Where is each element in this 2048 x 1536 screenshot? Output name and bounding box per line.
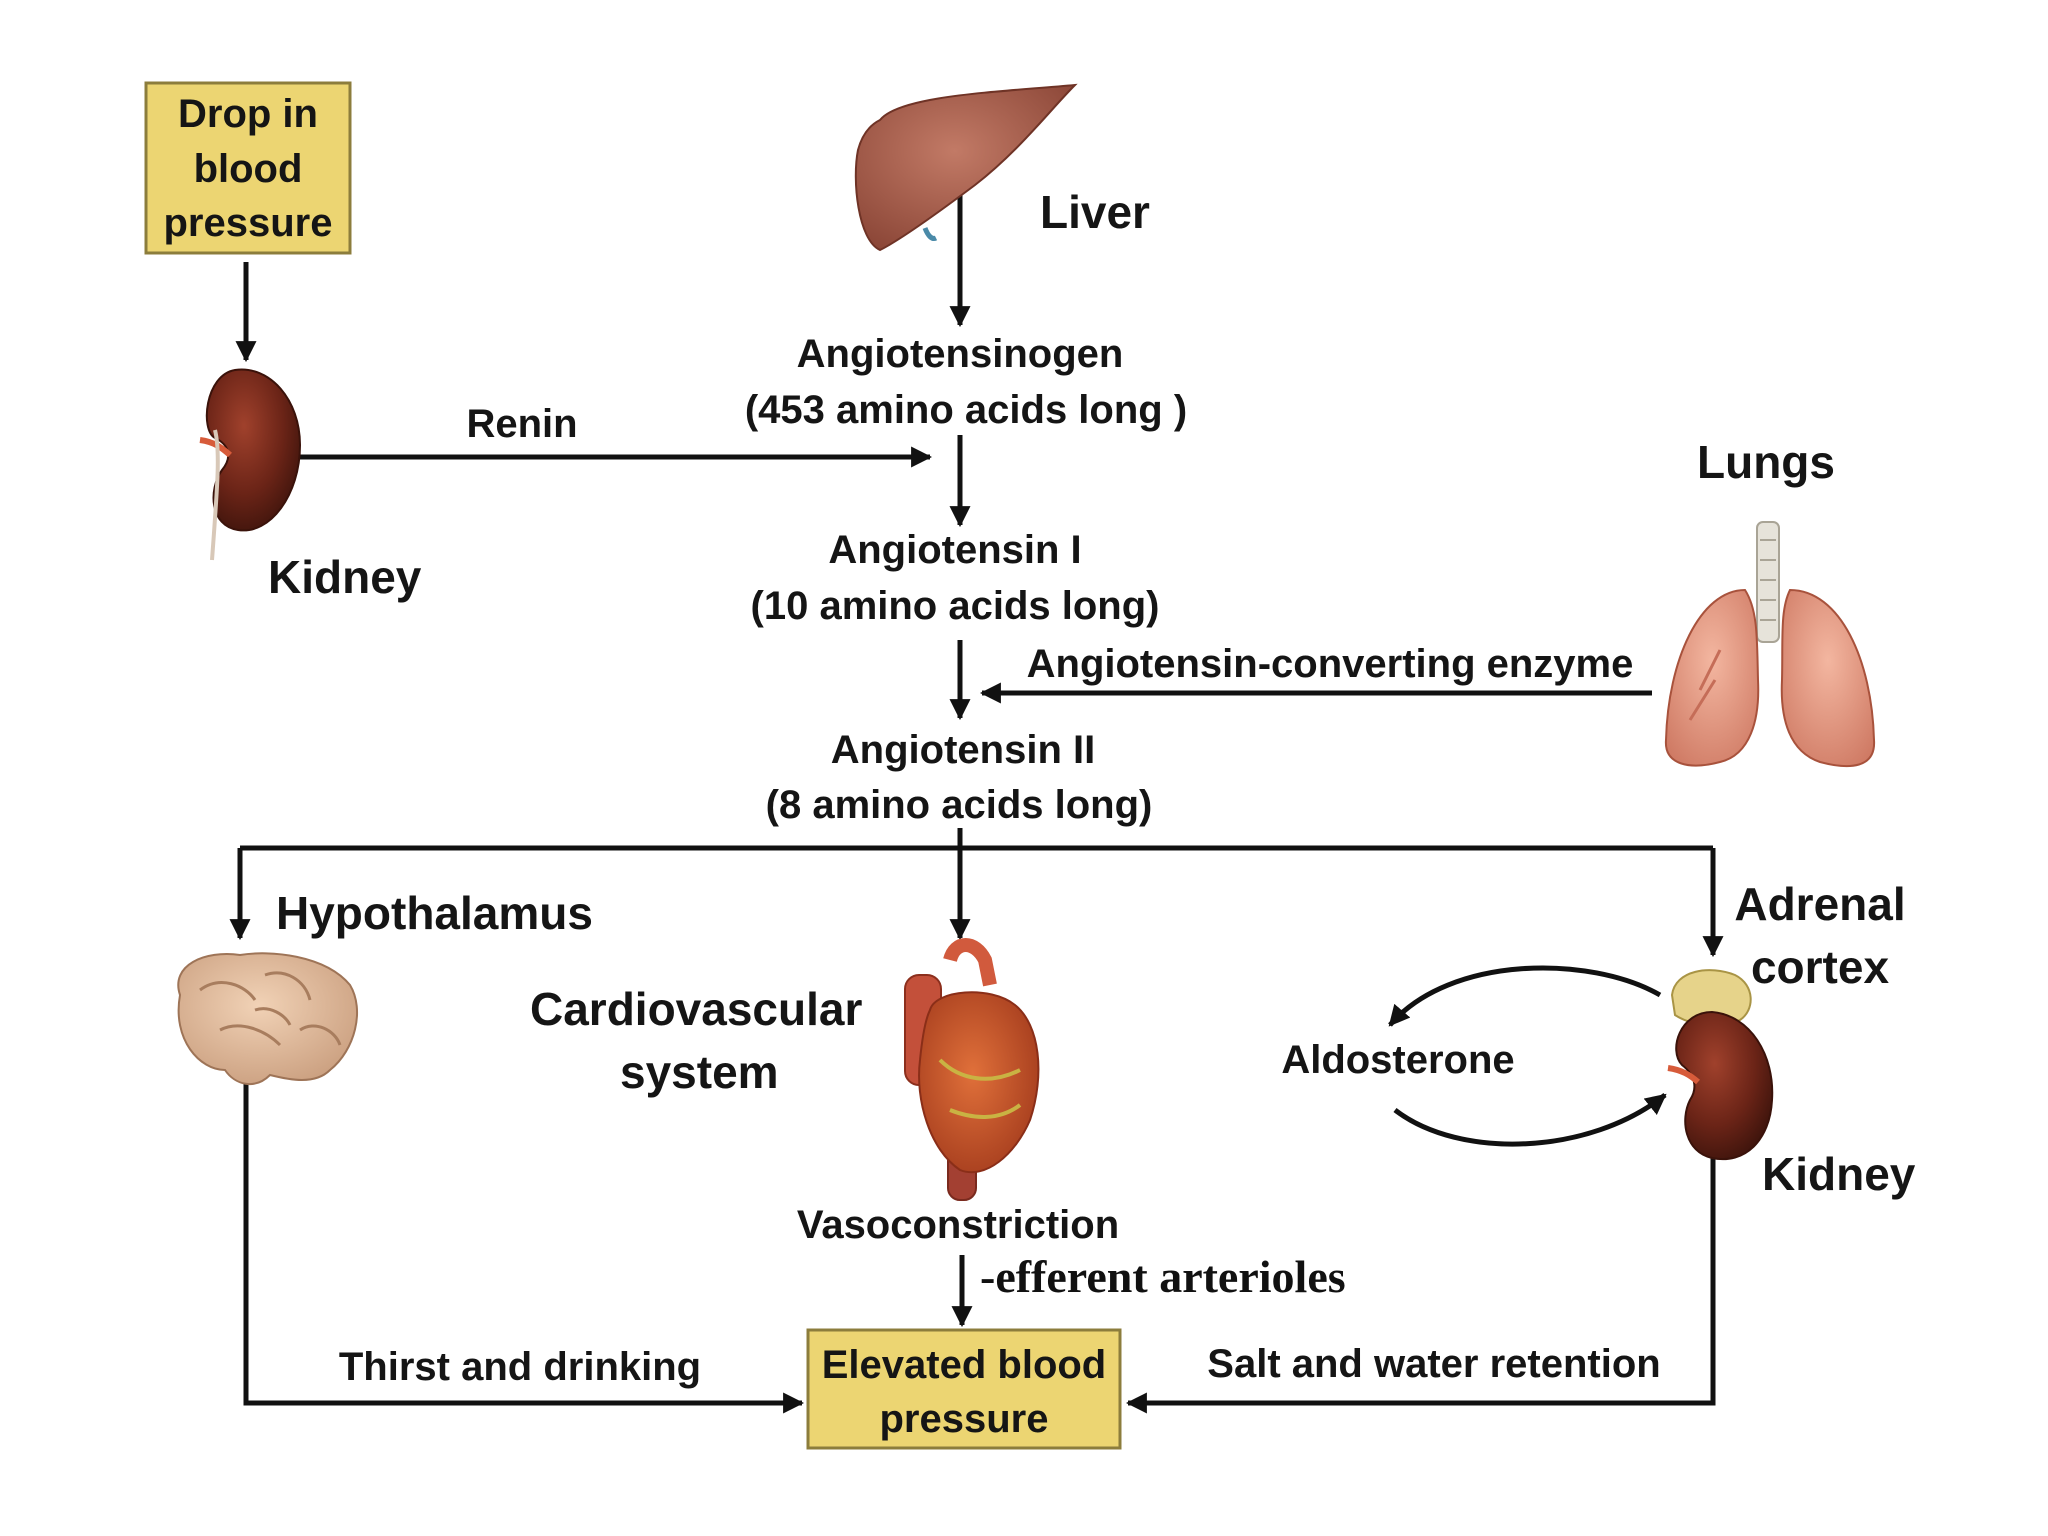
cardiovascular-label-line-2: system	[620, 1046, 779, 1098]
adrenal-kidney-icon	[1667, 969, 1774, 1161]
kidney-right-label: Kidney	[1762, 1148, 1916, 1200]
adrenal-label-line-1: Adrenal	[1734, 878, 1905, 930]
angiotensinogen-label: Angiotensinogen	[797, 332, 1124, 376]
heart-icon	[904, 938, 1040, 1201]
angiotensin-1-length: (10 amino acids long)	[751, 584, 1160, 628]
lungs-icon	[1664, 521, 1876, 768]
efferent-arterioles-label: -efferent arterioles	[980, 1251, 1346, 1302]
cardiovascular-label-line-1: Cardiovascular	[530, 983, 862, 1035]
arrow-aldosterone-lower	[1393, 1093, 1667, 1147]
ace-label: Angiotensin-converting enzyme	[1027, 642, 1634, 686]
angiotensin-1-label: Angiotensin I	[828, 528, 1081, 572]
arrow-salt-water	[1125, 1140, 1716, 1414]
lungs-label: Lungs	[1697, 436, 1835, 488]
angiotensinogen-length: (453 amino acids long )	[745, 388, 1187, 432]
kidney-left-label: Kidney	[268, 551, 422, 603]
adrenal-label-line-2: cortex	[1751, 941, 1889, 993]
aldosterone-label: Aldosterone	[1281, 1038, 1514, 1082]
elevated-box-line-1: Elevated blood	[822, 1343, 1107, 1387]
drop-box-line-1: Drop in	[178, 92, 318, 136]
thirst-drinking-label: Thirst and drinking	[339, 1345, 701, 1389]
hypothalamus-label: Hypothalamus	[276, 887, 593, 939]
salt-water-retention-label: Salt and water retention	[1207, 1342, 1660, 1386]
drop-in-blood-pressure-box: Drop in blood pressure	[144, 81, 352, 255]
arrow-aldosterone-upper	[1388, 965, 1662, 1027]
elevated-box-line-2: pressure	[880, 1397, 1049, 1441]
drop-box-line-3: pressure	[164, 201, 333, 245]
renin-label: Renin	[466, 402, 577, 446]
liver-label: Liver	[1040, 186, 1150, 238]
brain-icon	[177, 952, 358, 1085]
kidney-left-icon	[199, 368, 302, 561]
vasoconstriction-label: Vasoconstriction	[797, 1203, 1119, 1247]
angiotensin-2-length: (8 amino acids long)	[766, 783, 1153, 827]
liver-icon	[854, 83, 1078, 252]
elevated-blood-pressure-box: Elevated blood pressure	[806, 1328, 1122, 1450]
angiotensin-2-label: Angiotensin II	[831, 728, 1095, 772]
arrow-thirst	[243, 1058, 805, 1414]
drop-box-line-2: blood	[194, 147, 303, 191]
